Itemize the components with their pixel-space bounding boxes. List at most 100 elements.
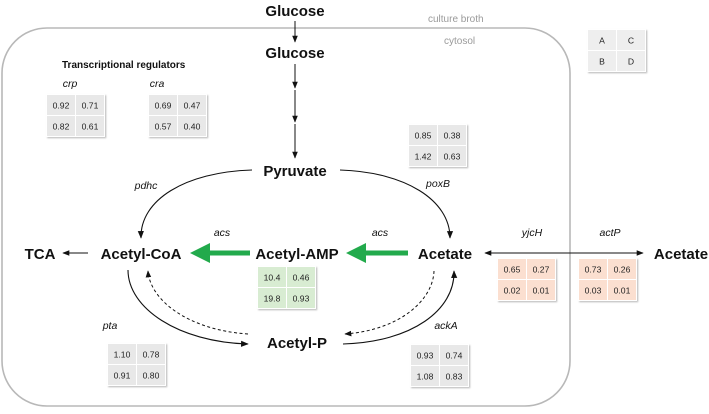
- cytosol-compartment: [1, 27, 571, 407]
- table-crp-value: 0.82: [53, 122, 70, 132]
- table-actp-cell: [608, 259, 636, 279]
- gene-label-acka: ackA: [434, 320, 457, 332]
- table-poxb-value: 0.85: [415, 131, 432, 141]
- table-cra-cell: [178, 95, 206, 115]
- table-crp-value: 0.71: [82, 101, 99, 111]
- tca-node: TCA: [25, 246, 56, 263]
- culture-broth-label: culture broth: [428, 14, 484, 25]
- table-yjch-cell: [498, 280, 526, 300]
- table-acka-cell: [411, 345, 439, 365]
- arrow-pdhc: [137, 169, 253, 239]
- table-yjch-cell: [498, 259, 526, 279]
- legend-value: D: [628, 57, 634, 67]
- legend-value: B: [599, 57, 605, 67]
- arrow-pta: [127, 269, 249, 347]
- table-cra-value: 0.40: [184, 122, 201, 132]
- table-yjch-value: 0.27: [533, 265, 550, 275]
- gene-label-actp: actP: [599, 227, 620, 239]
- table-yjch-value: 0.01: [533, 286, 550, 296]
- value-table-yjch: 0.65 0.27 0.02 0.01: [497, 258, 556, 301]
- pyruvate-node: Pyruvate: [263, 163, 326, 180]
- table-acka-value: 0.93: [417, 351, 434, 361]
- glucose-outside-node: Glucose: [265, 3, 324, 20]
- arrow-acka-reverse: [344, 270, 435, 337]
- table-acka-value: 1.08: [417, 372, 434, 382]
- table-crp-cell: [76, 116, 104, 136]
- table-acs_right-cell: [287, 267, 315, 287]
- gene-label-pdhc: pdhc: [134, 180, 159, 192]
- table-acs_right-cell: [258, 288, 286, 308]
- table-acs_right-value: 10.4: [264, 273, 281, 283]
- table-actp-cell: [579, 259, 607, 279]
- table-pta-cell: [137, 365, 165, 385]
- table-poxb-cell: [438, 125, 466, 145]
- table-poxb-value: 0.38: [444, 131, 461, 141]
- arrow-acka: [342, 270, 458, 345]
- legend-cell: [617, 30, 645, 50]
- gene-label-acs-right: acs: [372, 227, 389, 239]
- table-cra-value: 0.57: [155, 122, 172, 132]
- table-cra-cell: [149, 95, 177, 115]
- table-acs_right-cell: [287, 288, 315, 308]
- value-table-poxb: 0.85 0.38 1.42 0.63: [408, 124, 467, 167]
- table-yjch-cell: [527, 280, 555, 300]
- table-crp-value: 0.92: [53, 101, 70, 111]
- arrow-pta-reverse: [145, 270, 249, 335]
- gene-label-acs-left: acs: [214, 227, 231, 239]
- legend-cell: [588, 51, 616, 71]
- table-pta-value: 0.91: [114, 371, 131, 381]
- table-acka-cell: [440, 366, 468, 386]
- table-pta-cell: [108, 344, 136, 364]
- table-crp-value: 0.61: [82, 122, 99, 132]
- gene-label-poxb: poxB: [425, 178, 450, 190]
- legend-cell: [588, 30, 616, 50]
- value-table-cra: 0.69 0.47 0.57 0.40: [148, 94, 207, 137]
- acetyl-p-node: Acetyl-P: [267, 335, 327, 352]
- table-actp-value: 0.01: [614, 286, 631, 296]
- table-yjch-cell: [527, 259, 555, 279]
- table-acs_right-value: 0.93: [293, 294, 310, 304]
- table-acs_right-value: 0.46: [293, 273, 310, 283]
- table-cra-cell: [178, 116, 206, 136]
- gene-label-cra: cra: [150, 78, 165, 90]
- arrow-poxb: [339, 169, 454, 239]
- table-yjch-value: 0.02: [504, 286, 521, 296]
- table-poxb-cell: [409, 146, 437, 166]
- gene-label-pta: pta: [102, 320, 118, 332]
- table-acka-cell: [411, 366, 439, 386]
- table-poxb-value: 1.42: [415, 152, 432, 162]
- acetyl-amp-node: Acetyl-AMP: [255, 246, 338, 263]
- table-acs_right-value: 19.8: [264, 294, 281, 304]
- legend-cell: [617, 51, 645, 71]
- acetyl-coa-node: Acetyl-CoA: [101, 246, 182, 263]
- table-acka-cell: [440, 345, 468, 365]
- table-actp-value: 0.26: [614, 265, 631, 275]
- value-table-acs: 10.4 0.46 19.8 0.93: [257, 266, 316, 309]
- cytosol-label: cytosol: [444, 36, 475, 47]
- table-actp-value: 0.03: [585, 286, 602, 296]
- table-poxb-cell: [409, 125, 437, 145]
- acetate-inside-node: Acetate: [418, 246, 472, 263]
- table-actp-cell: [608, 280, 636, 300]
- table-cra-value: 0.47: [184, 101, 201, 111]
- table-yjch-value: 0.65: [504, 265, 521, 275]
- table-pta-value: 1.10: [114, 350, 131, 360]
- table-poxb-value: 0.63: [444, 152, 461, 162]
- table-cra-value: 0.69: [155, 101, 172, 111]
- table-crp-cell: [76, 95, 104, 115]
- legend-value: A: [599, 36, 605, 46]
- table-pta-cell: [137, 344, 165, 364]
- table-crp-cell: [47, 116, 75, 136]
- table-pta-value: 0.80: [143, 371, 160, 381]
- table-cra-cell: [149, 116, 177, 136]
- gene-label-crp: crp: [63, 78, 78, 90]
- table-actp-cell: [579, 280, 607, 300]
- table-acka-value: 0.74: [446, 351, 463, 361]
- table-acs_right-cell: [258, 267, 286, 287]
- table-crp-cell: [47, 95, 75, 115]
- value-table-crp: 0.92 0.71 0.82 0.61: [46, 94, 105, 137]
